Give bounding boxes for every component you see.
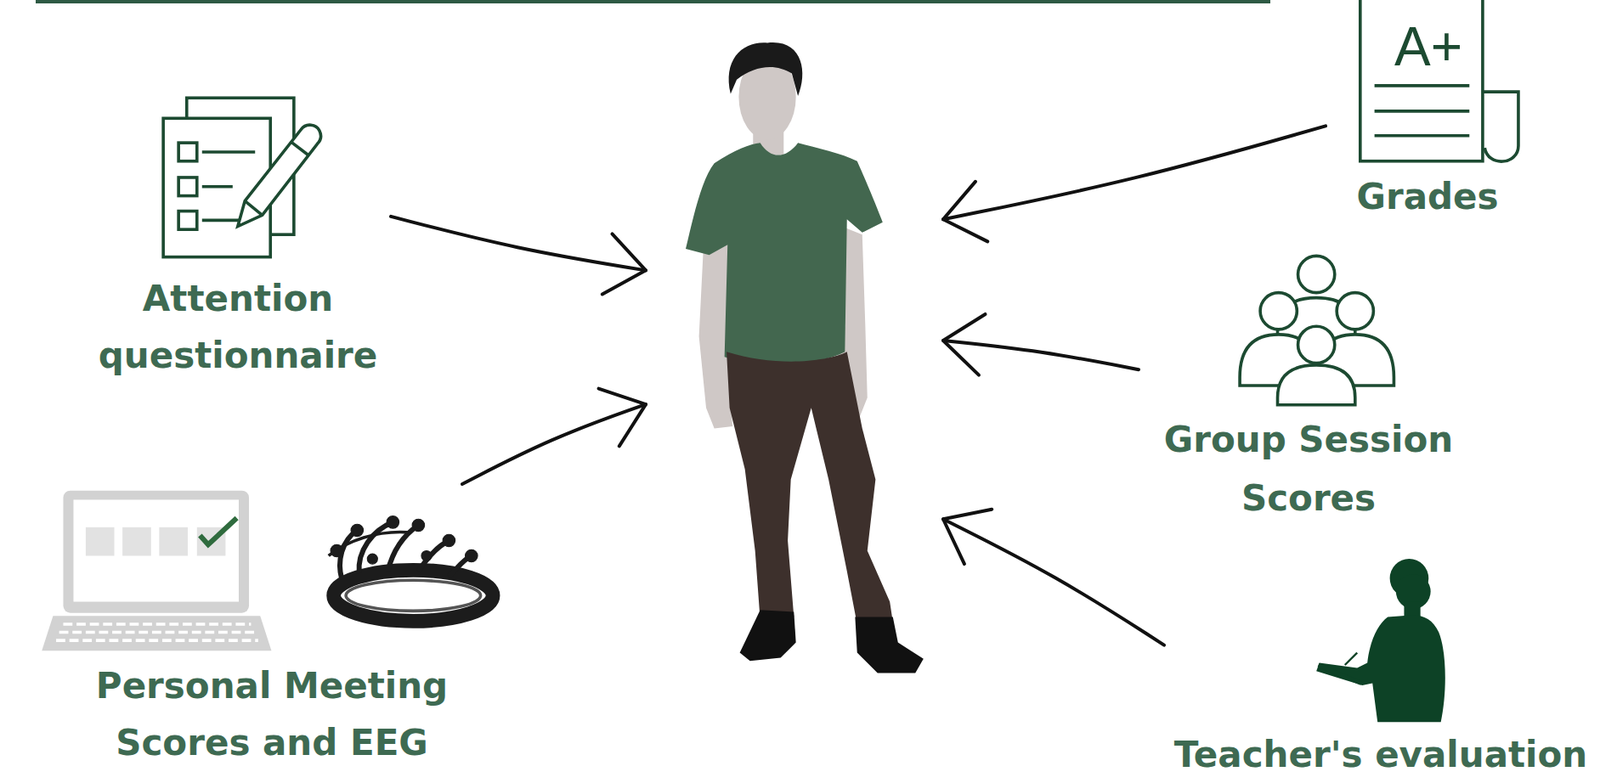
eeg-headset xyxy=(367,554,378,565)
student-figure xyxy=(854,617,923,674)
eeg-headset xyxy=(386,516,399,529)
illustration-group xyxy=(41,0,1519,723)
questionnaire-icon xyxy=(163,97,322,257)
eeg-headset xyxy=(465,549,478,562)
group-icon xyxy=(1336,293,1374,330)
student-figure xyxy=(740,610,797,662)
node-label: Attention questionnaire xyxy=(76,270,400,385)
node-label: Personal Meeting Scores and EEG xyxy=(72,657,472,772)
questionnaire-icon xyxy=(178,177,198,197)
laptop-icon xyxy=(41,616,272,651)
source-node: Attention questionnaire xyxy=(84,93,391,387)
questionnaire-icon xyxy=(202,150,255,154)
questionnaire-icon xyxy=(178,142,198,162)
grades-icon xyxy=(1374,109,1470,114)
teacher-silhouette xyxy=(1316,615,1446,723)
questionnaire-icon xyxy=(237,124,322,227)
label-group: Group Session Scores xyxy=(1147,410,1470,528)
group-icon xyxy=(1298,326,1335,363)
grades-icon xyxy=(1374,134,1470,138)
arrow-connector xyxy=(943,340,1139,370)
grades-icon xyxy=(1360,0,1483,162)
arrow-connector xyxy=(943,519,1165,645)
group-icon xyxy=(1277,365,1356,406)
teacher-silhouette xyxy=(1345,653,1357,666)
questionnaire-icon xyxy=(290,141,308,156)
eeg-headset xyxy=(421,550,432,561)
grades-icon xyxy=(1374,84,1470,88)
label-group: Teacher's evaluation xyxy=(1164,726,1598,783)
grades-icon xyxy=(1360,0,1519,162)
student-figure xyxy=(729,42,803,97)
label-group: Attention questionnaire xyxy=(76,270,400,385)
laptop-icon xyxy=(158,527,188,557)
arrow-connector xyxy=(943,125,1326,220)
arrow-connector xyxy=(462,404,646,485)
laptop-icon xyxy=(62,622,251,627)
laptop-icon xyxy=(85,527,115,557)
eeg-headset xyxy=(442,534,455,547)
eeg-headset xyxy=(333,570,493,622)
laptop-icon xyxy=(41,491,272,652)
student-figure xyxy=(726,351,894,625)
eeg-headset xyxy=(328,516,493,622)
title-underline xyxy=(35,0,1271,4)
eeg-headset xyxy=(330,544,343,557)
node-label: Grades xyxy=(1325,168,1530,226)
source-node: Personal Meeting Scores and EEG xyxy=(33,484,510,778)
group-icon xyxy=(1260,293,1297,330)
group-icon xyxy=(1298,255,1335,293)
laptop-icon xyxy=(73,499,239,602)
node-label: Group Session Scores xyxy=(1147,410,1470,528)
source-node: Teacher's evaluation xyxy=(1164,560,1598,783)
questionnaire-icon xyxy=(202,185,233,189)
source-node: Group Session Scores xyxy=(1138,246,1479,527)
grade-mark: A+ xyxy=(1394,15,1463,79)
node-label: Teacher's evaluation xyxy=(1164,726,1598,783)
group-icon xyxy=(1239,255,1394,405)
label-group: Grades xyxy=(1325,168,1530,226)
teacher-silhouette xyxy=(1316,559,1446,723)
eeg-headset xyxy=(345,580,481,611)
laptop-icon xyxy=(62,491,249,614)
laptop-icon xyxy=(122,527,152,557)
eeg-headset xyxy=(350,524,363,537)
laptop-icon xyxy=(199,518,237,545)
student-figure xyxy=(685,142,883,365)
student-node xyxy=(645,40,944,679)
eeg-headset xyxy=(339,530,357,580)
teacher-silhouette xyxy=(1318,665,1362,685)
eeg-headset xyxy=(412,519,425,532)
grades-icon xyxy=(1482,91,1519,162)
questionnaire-icon xyxy=(244,201,262,216)
student-figure xyxy=(685,42,924,674)
label-group: Personal Meeting Scores and EEG xyxy=(72,657,472,772)
laptop-icon xyxy=(56,638,259,643)
laptop-icon xyxy=(59,631,256,635)
arrow-connector xyxy=(390,216,646,271)
questionnaire-icon xyxy=(178,211,198,231)
